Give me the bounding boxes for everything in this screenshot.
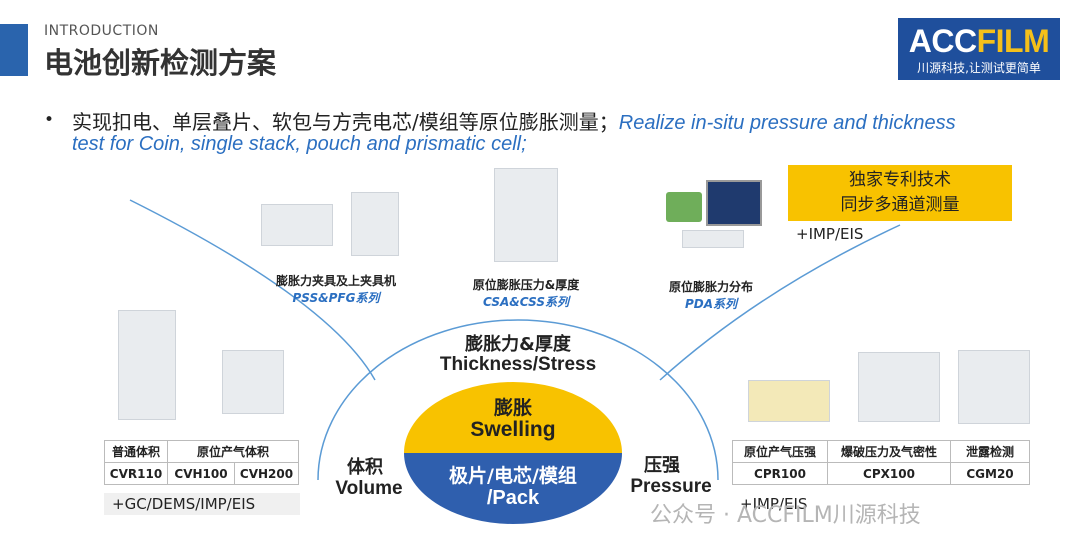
pressure-addon: +IMP/EIS [740, 495, 808, 513]
swelling-en-label: Swelling [470, 418, 556, 441]
thickness-en-label: Thickness/Stress [439, 354, 597, 375]
bullet-marker: • [44, 110, 55, 130]
logo-brand: ACCFILM [898, 23, 1060, 60]
cvr-product-image [118, 310, 176, 420]
page-title: 电池创新检测方案 [44, 46, 277, 80]
volume-table: 普通体积 原位产气体积 CVR110 CVH100 CVH200 [104, 440, 299, 485]
pressure-model-3: CGM20 [950, 462, 1030, 485]
logo-brand-part2: FILM [976, 23, 1050, 59]
top-product-series-2: CSA&CSS系列 [482, 295, 569, 309]
accfilm-logo: ACCFILM 川源科技,让测试更简单 [898, 18, 1060, 80]
pressure-table: 原位产气压强 爆破压力及气密性 泄露检测 CPR100 CPX100 CGM20 [732, 440, 1030, 485]
csa-css-product-image [494, 168, 558, 262]
volume-model-3: CVH200 [234, 462, 299, 485]
top-product-label-3: 原位膨胀力分布 [668, 280, 753, 294]
outer-arc [317, 319, 719, 481]
pda-product-image [662, 180, 762, 252]
volume-header-1: 普通体积 [104, 440, 168, 463]
cgm-product-image [958, 350, 1030, 424]
top-product-series-1: PSS&PFG系列 [292, 291, 380, 305]
pack-en-label: /Pack [486, 487, 540, 509]
wechat-watermark: 公众号 · ACCFILM川源科技 [650, 503, 921, 528]
top-product-series-3: PDA系列 [684, 297, 738, 311]
left-connector-line [129, 199, 376, 381]
pack-cn-label: 极片/电芯/模组 [449, 465, 577, 487]
volume-en-label: Volume [335, 478, 403, 499]
volume-model-1: CVR110 [104, 462, 168, 485]
logo-brand-part1: ACC [908, 23, 977, 59]
pressure-en-label: Pressure [630, 476, 712, 497]
pressure-header-3: 泄露检测 [950, 440, 1030, 463]
pressure-cn-label: 压强 [644, 455, 680, 476]
cpx-product-image [858, 352, 940, 422]
volume-addon: +GC/DEMS/IMP/EIS [104, 493, 300, 515]
logo-tagline: 川源科技,让测试更简单 [917, 61, 1041, 75]
pss-pfg-product-image [255, 186, 415, 262]
section-label: INTRODUCTION [44, 23, 159, 39]
top-product-label-2: 原位膨胀压力&厚度 [472, 278, 580, 292]
cpr-product-image [748, 380, 830, 422]
patent-line1: 独家专利技术 [849, 170, 951, 190]
volume-header-2: 原位产气体积 [167, 440, 299, 463]
volume-cn-label: 体积 [347, 457, 383, 478]
pressure-model-1: CPR100 [732, 462, 828, 485]
pressure-header-1: 原位产气压强 [732, 440, 828, 463]
pressure-model-2: CPX100 [827, 462, 951, 485]
patent-highlight-box: 独家专利技术 同步多通道测量 [788, 165, 1012, 221]
cvh-product-image [222, 350, 284, 414]
swelling-cn-label: 膨胀 [493, 397, 532, 419]
bullet-en-text-1: Realize in-situ pressure and thickness [618, 112, 956, 134]
volume-model-2: CVH100 [167, 462, 235, 485]
pressure-header-2: 爆破压力及气密性 [827, 440, 951, 463]
top-product-label-1: 膨胀力夹具及上夹具机 [275, 274, 396, 288]
bullet-en-text-2: test for Coin, single stack, pouch and p… [72, 133, 527, 155]
bullet-text-line1: 实现扣电、单层叠片、软包与方壳电芯/模组等原位膨胀测量；Realize in-s… [72, 106, 1062, 135]
thickness-cn-label: 膨胀力&厚度 [465, 334, 571, 355]
patent-addon: +IMP/EIS [796, 225, 864, 243]
right-connector-line [659, 224, 901, 381]
title-accent-bar [0, 24, 28, 76]
patent-line2: 同步多通道测量 [840, 195, 960, 215]
bullet-cn-text: 实现扣电、单层叠片、软包与方壳电芯/模组等原位膨胀测量； [72, 110, 619, 134]
